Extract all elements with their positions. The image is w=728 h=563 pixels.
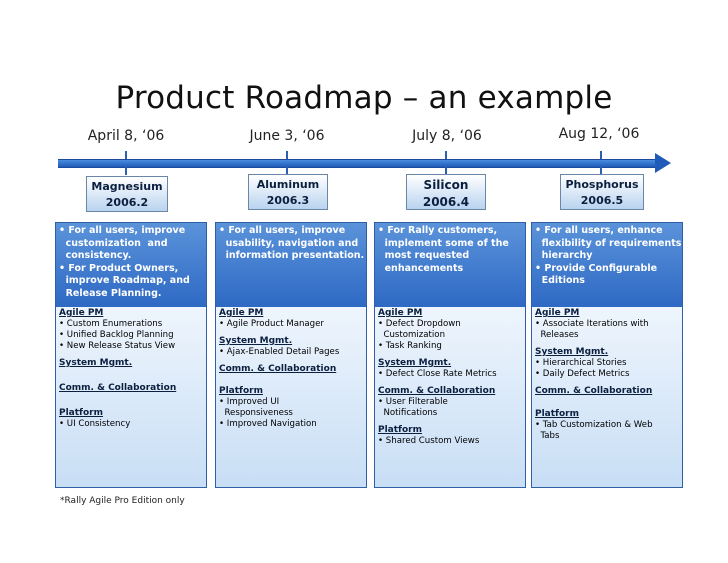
release-box-aluminum: Aluminum 2006.3 [248,174,328,210]
section-title: Platform [535,409,579,419]
date-tick [600,151,602,163]
feature-item: • Custom Enumerations [59,319,163,329]
date-tick [125,151,127,163]
release-features: Agile PM • Defect Dropdown Customization… [375,307,525,487]
feature-item: Releases [535,330,579,340]
release-summary: • For Rally customers, implement some of… [375,223,525,307]
release-summary: • For all users, improve usability, navi… [216,223,366,307]
release-features: Agile PM • Custom Enumerations • Unified… [56,307,206,487]
feature-item: • Associate Iterations with [535,319,649,329]
section-title: System Mgmt. [378,358,452,368]
summary-line: implement some of the [378,237,509,249]
release-version: 2006.5 [580,194,624,207]
feature-item: • Daily Defect Metrics [535,369,630,379]
page-title: Product Roadmap – an example [115,80,613,116]
feature-item: • Defect Dropdown [378,319,461,329]
summary-line: • For all users, improve [219,225,346,236]
release-summary: • For all users, improve customization a… [56,223,206,307]
section-title: System Mgmt. [59,358,133,368]
feature-item: Tabs [535,431,560,441]
milestone-date: April 8, ‘06 [87,128,165,144]
summary-line: enhancements [378,262,464,274]
feature-item: • Shared Custom Views [378,436,480,446]
release-box-silicon: Silicon 2006.4 [406,174,486,210]
feature-item: • Ajax-Enabled Detail Pages [219,347,340,357]
milestone-date: Aug 12, ‘06 [558,126,640,142]
summary-line: • Provide Configurable [535,262,658,274]
release-features: Agile PM • Agile Product Manager System … [216,307,366,487]
feature-item: • Tab Customization & Web [535,420,653,430]
release-connector [445,167,447,175]
summary-line: • For all users, enhance [535,225,663,236]
summary-line: most requested [378,250,470,261]
timeline-bar [58,159,658,168]
section-title: Platform [219,386,263,396]
release-connector [125,167,127,175]
release-column-silicon: • For Rally customers, implement some of… [374,222,526,488]
section-title: Agile PM [378,308,423,318]
section-title: Comm. & Collaboration [219,364,337,374]
release-version: 2006.4 [422,195,470,209]
summary-line: customization and [59,237,168,249]
milestone-date: June 3, ‘06 [249,128,325,144]
section-title: Agile PM [219,308,264,318]
summary-line: Release Planning. [59,287,162,299]
release-name: Aluminum [256,178,320,191]
summary-line: • For Rally customers, [378,225,498,236]
release-column-aluminum: • For all users, improve usability, navi… [215,222,367,488]
section-title: System Mgmt. [219,336,293,346]
summary-line: • For all users, improve [59,225,186,236]
release-connector [286,167,288,175]
feature-item: • New Release Status View [59,341,176,351]
release-version: 2006.2 [105,196,149,209]
feature-item: Notifications [378,408,438,418]
feature-item: • Improved UI [219,397,280,407]
release-box-magnesium: Magnesium 2006.2 [86,176,168,212]
release-column-phosphorus: • For all users, enhance flexibility of … [531,222,683,488]
date-tick [286,151,288,163]
summary-line: flexibility of requirements [535,237,682,249]
summary-line: hierarchy [535,250,593,261]
timeline-arrow-icon [655,153,671,173]
release-box-phosphorus: Phosphorus 2006.5 [560,174,644,210]
section-title: Agile PM [535,308,580,318]
feature-item: • Unified Backlog Planning [59,330,174,340]
feature-item: • Agile Product Manager [219,319,324,329]
section-title: Agile PM [59,308,104,318]
release-name: Silicon [423,178,469,192]
section-title: System Mgmt. [535,347,609,357]
release-name: Magnesium [91,180,163,193]
feature-item: • Hierarchical Stories [535,358,627,368]
feature-item: Customization [378,330,446,340]
section-title: Comm. & Collaboration [378,386,496,396]
release-connector [600,167,602,175]
section-title: Comm. & Collaboration [535,386,653,396]
summary-line: • For Product Owners, [59,262,179,274]
summary-line: information presentation. [219,250,365,261]
summary-line: usability, navigation and [219,237,359,249]
feature-item: • Improved Navigation [219,419,317,429]
release-version: 2006.3 [266,194,310,207]
summary-line: consistency. [59,250,132,261]
feature-item: • Task Ranking [378,341,442,351]
section-title: Platform [378,425,422,435]
summary-line: Editions [535,275,585,286]
feature-item: • Defect Close Rate Metrics [378,369,497,379]
feature-item: • UI Consistency [59,419,131,429]
release-name: Phosphorus [565,178,639,191]
feature-item: Responsiveness [219,408,293,418]
feature-item: • User Filterable [378,397,448,407]
summary-line: improve Roadmap, and [59,275,190,286]
milestone-date: July 8, ‘06 [412,128,482,144]
footnote: *Rally Agile Pro Edition only [60,496,185,506]
section-title: Platform [59,408,103,418]
section-title: Comm. & Collaboration [59,383,177,393]
release-features: Agile PM • Associate Iterations with Rel… [532,307,682,487]
release-summary: • For all users, enhance flexibility of … [532,223,682,307]
date-tick [445,151,447,163]
release-column-magnesium: • For all users, improve customization a… [55,222,207,488]
